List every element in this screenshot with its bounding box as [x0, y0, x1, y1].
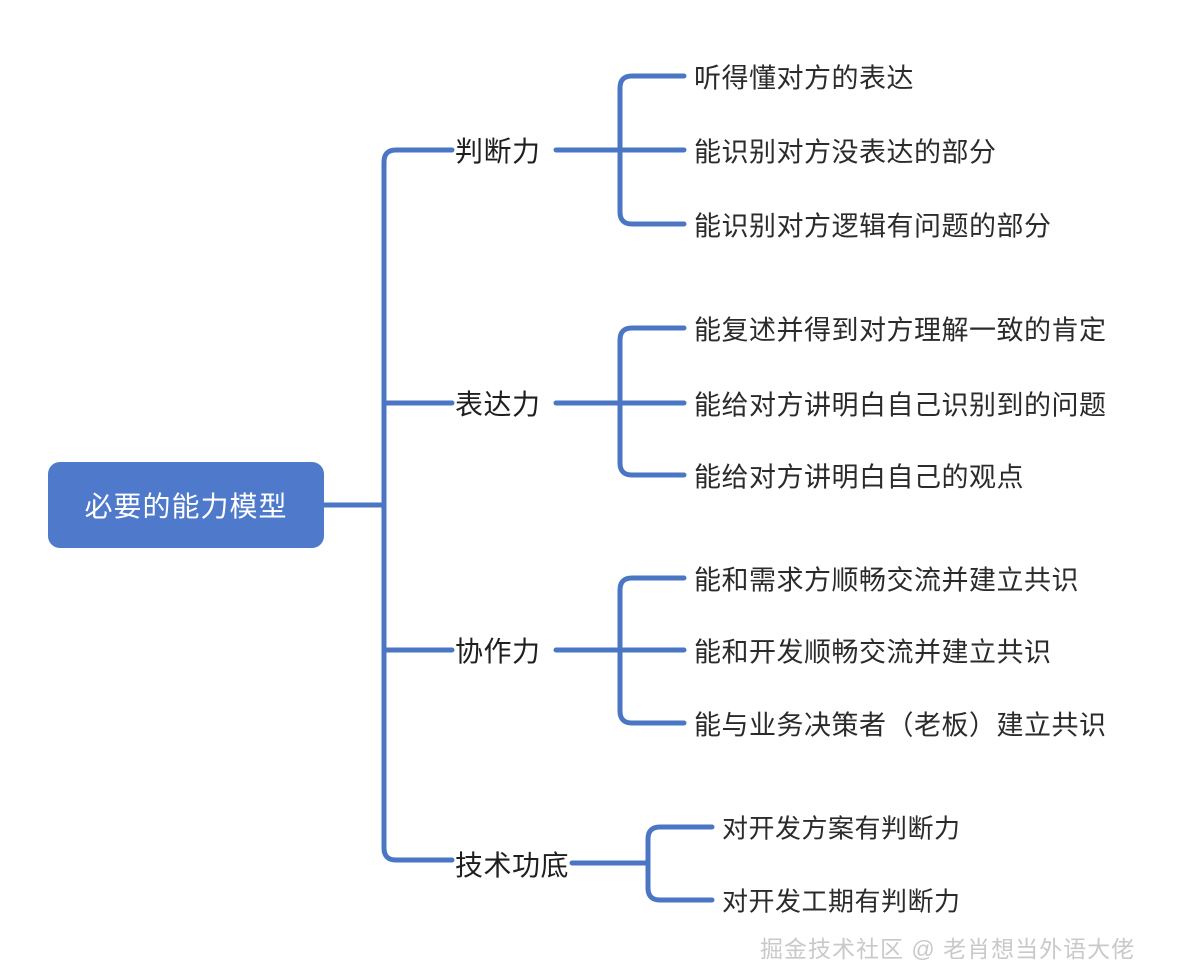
root-node-label: 必要的能力模型 [84, 491, 288, 522]
connector-group-1-spine [617, 73, 687, 227]
leaf-label-2-1[interactable]: 能复述并得到对方理解一致的肯定 [694, 315, 1107, 346]
branch-label-2[interactable]: 表达力 [455, 389, 541, 420]
leaf-label-1-2[interactable]: 能识别对方没表达的部分 [694, 137, 997, 168]
branch-label-1[interactable]: 判断力 [455, 136, 541, 167]
connector-group-2-spine [617, 325, 687, 478]
leaf-label-3-2[interactable]: 能和开发顺畅交流并建立共识 [694, 637, 1052, 668]
leaf-label-2-2[interactable]: 能给对方讲明白自己识别到的问题 [694, 390, 1107, 421]
connector-group-4-spine [645, 824, 715, 903]
root-node[interactable]: 必要的能力模型 [48, 462, 324, 548]
leaf-label-3-3[interactable]: 能与业务决策者（老板）建立共识 [694, 710, 1107, 741]
leaf-label-2-3[interactable]: 能给对方讲明白自己的观点 [694, 462, 1024, 493]
branch-label-3[interactable]: 协作力 [455, 636, 541, 667]
leaf-label-3-1[interactable]: 能和需求方顺畅交流并建立共识 [694, 565, 1079, 596]
leaf-label-1-3[interactable]: 能识别对方逻辑有问题的部分 [694, 211, 1052, 242]
connector-group-3-spine [617, 575, 687, 726]
connector-trunk [381, 147, 399, 863]
leaf-label-4-2[interactable]: 对开发工期有判断力 [722, 886, 961, 917]
leaf-label-1-1[interactable]: 听得懂对方的表达 [694, 63, 914, 94]
watermark: 掘金技术社区 @ 老肖想当外语大佬 [760, 936, 1136, 962]
leaf-label-4-1[interactable]: 对开发方案有判断力 [722, 813, 961, 844]
branch-label-4[interactable]: 技术功底 [455, 850, 570, 881]
